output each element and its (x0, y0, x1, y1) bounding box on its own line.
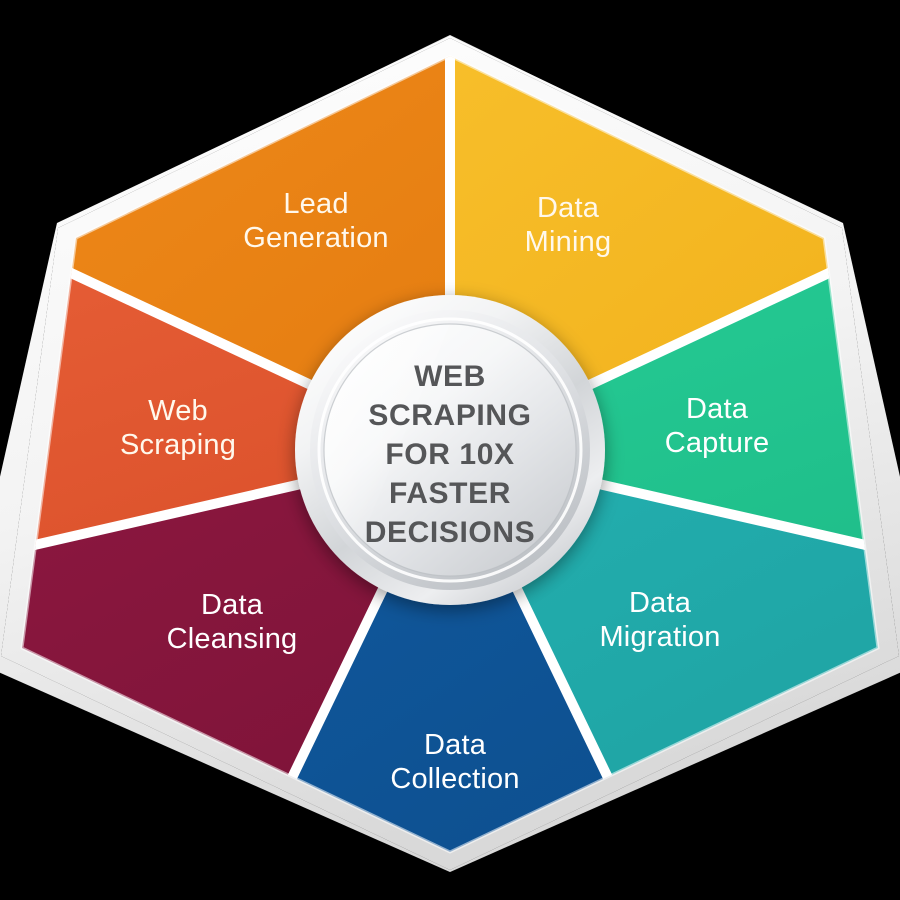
segment-data-collection[interactable] (189, 450, 711, 900)
label-data-mining-line2: Mining (525, 226, 612, 258)
hub-line-1: WEB (414, 360, 486, 393)
label-data-collection-line1: Data (424, 729, 487, 761)
segment-data-capture[interactable] (450, 230, 900, 584)
label-data-migration-line1: Data (629, 587, 692, 619)
label-data-capture-line2: Capture (665, 427, 770, 459)
label-lead-generation-line1: Lead (283, 188, 348, 220)
hub-line-2: SCRAPING (368, 399, 531, 432)
label-data-cleansing-line1: Data (201, 589, 264, 621)
label-web-scraping-line1: Web (148, 395, 208, 427)
label-data-capture-line1: Data (686, 393, 749, 425)
hub-inner-groove (317, 317, 583, 583)
segment-web-scraping[interactable] (0, 230, 450, 584)
center-hub[interactable] (295, 295, 605, 605)
hub-sheen (324, 324, 450, 539)
label-data-cleansing-line2: Cleansing (167, 623, 298, 655)
hub-line-3: FOR 10X (385, 438, 514, 471)
label-data-collection-line2: Collection (390, 763, 519, 795)
segment-labels: Lead Generation Data Mining Data Capture… (120, 188, 769, 795)
label-web-scraping-line2: Scraping (120, 429, 236, 461)
hub-line-4: FASTER (389, 477, 511, 510)
label-lead-generation-line2: Generation (243, 222, 389, 254)
label-data-migration-line2: Migration (599, 621, 720, 653)
hub-text-group: WEB SCRAPING FOR 10X FASTER DECISIONS (365, 360, 535, 549)
label-data-mining-line1: Data (537, 192, 600, 224)
hub-face-edge (323, 323, 577, 577)
heptagon-inner-edge (20, 54, 880, 854)
hub-line-5: DECISIONS (365, 516, 535, 549)
